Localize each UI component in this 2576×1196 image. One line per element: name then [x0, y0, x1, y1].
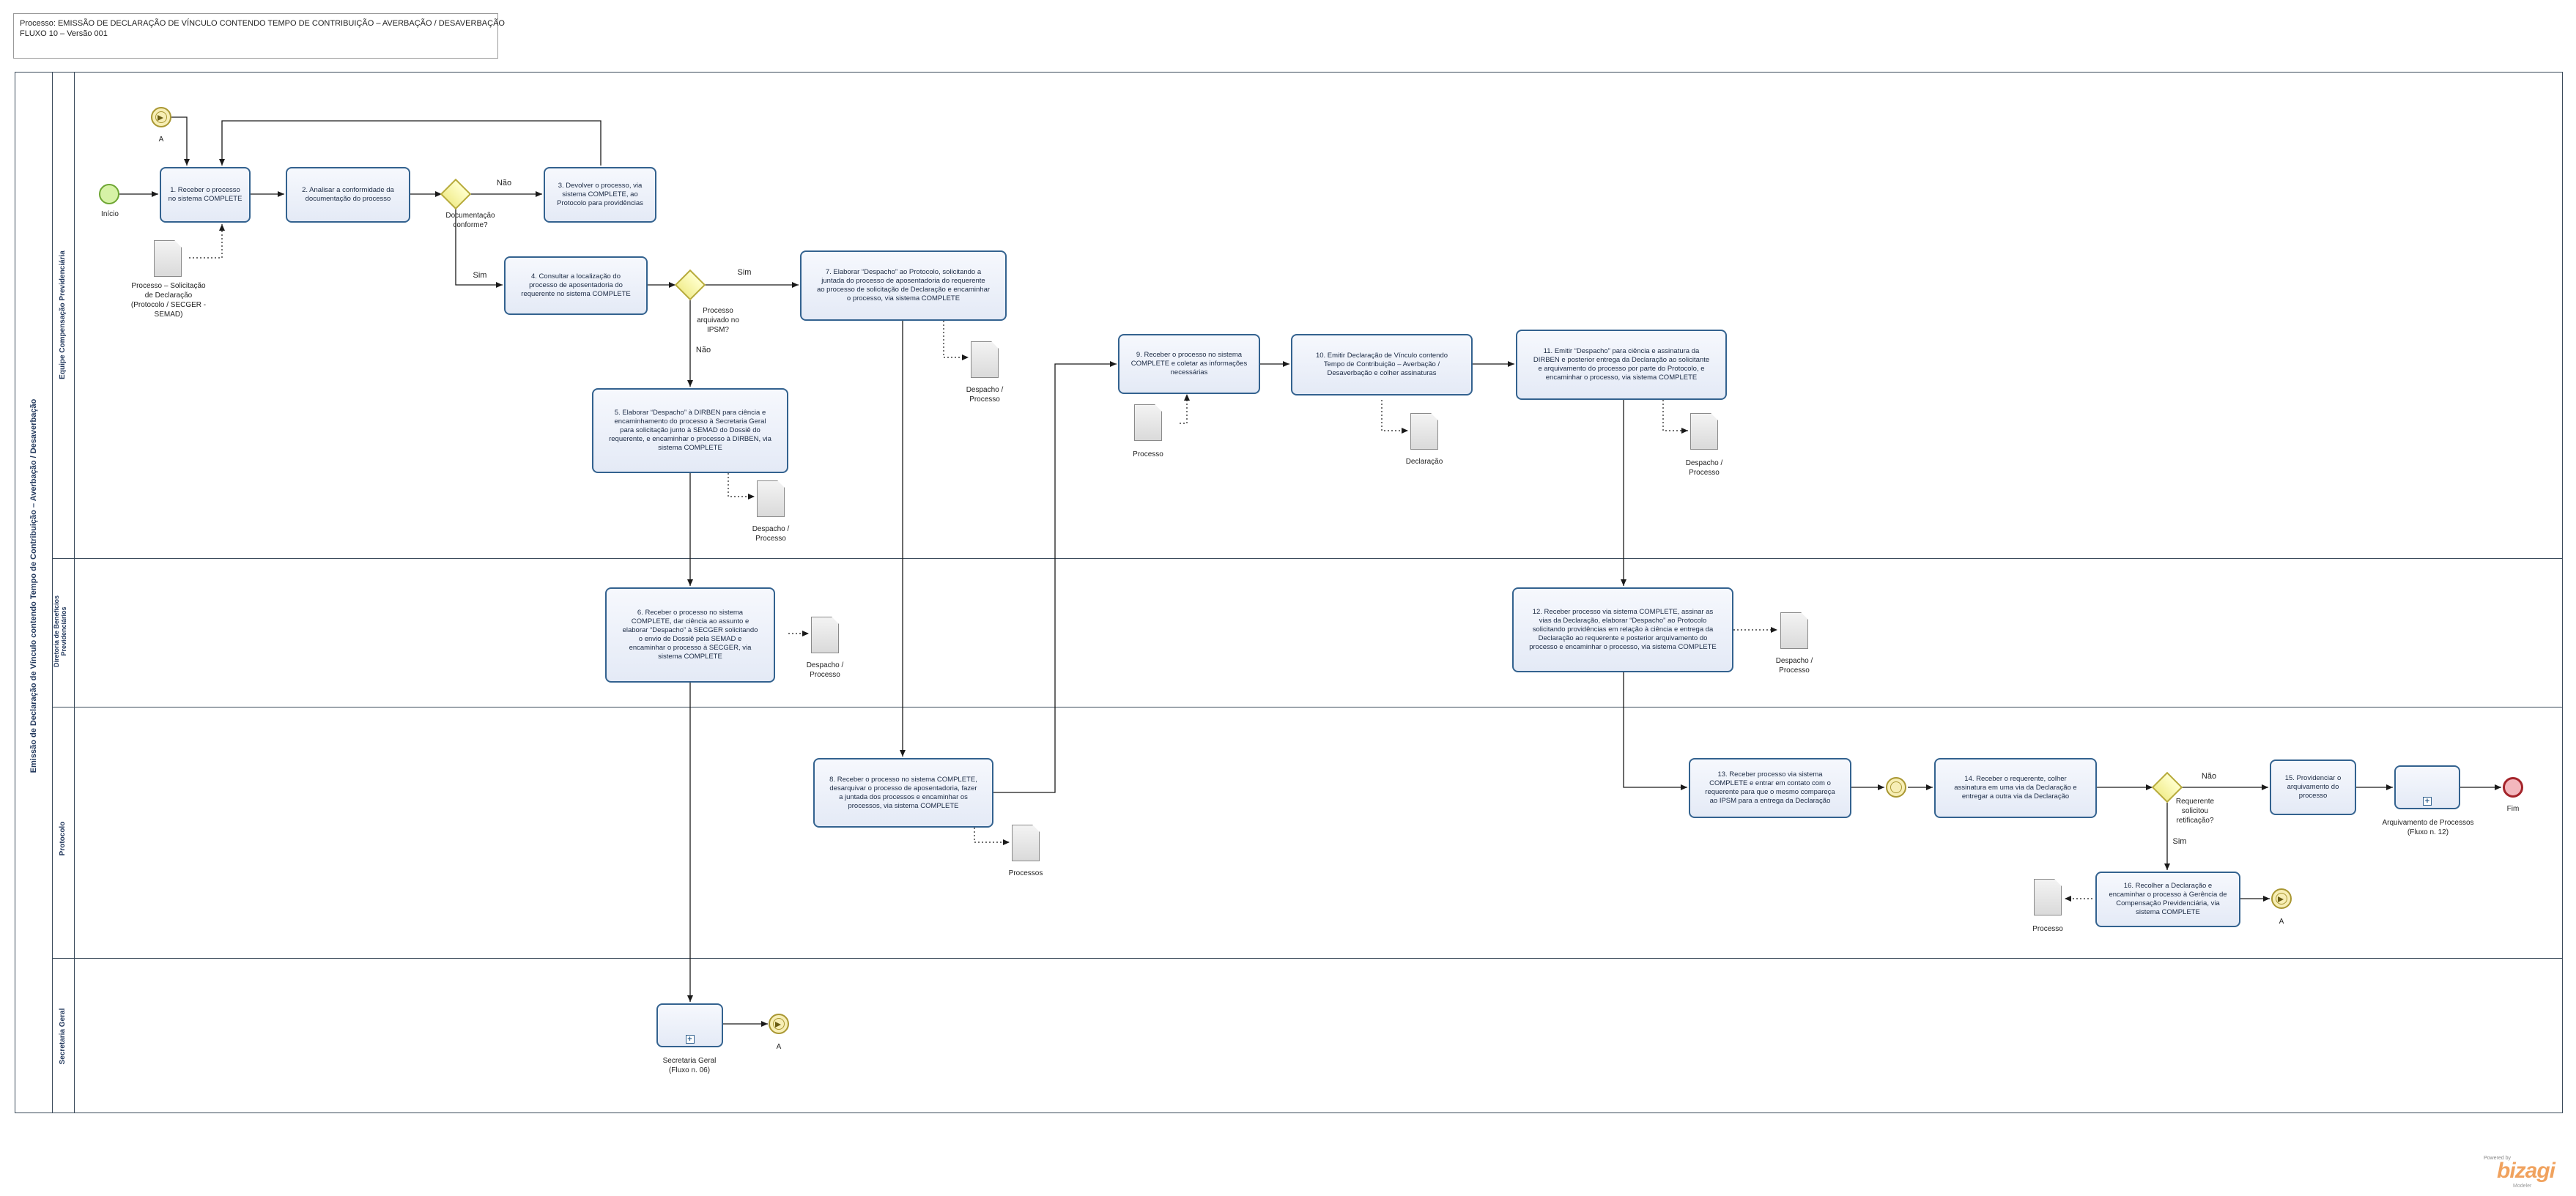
document-icon — [1690, 413, 1718, 450]
task-10-emitir-declaracao[interactable]: 10. Emitir Declaração de Vínculo contend… — [1291, 334, 1473, 395]
end-event-label: Fim — [2506, 805, 2520, 813]
link-catch-event-a[interactable] — [151, 107, 171, 127]
bizagi-logo: bizagi — [2497, 1159, 2555, 1183]
task-16-recolher-declaracao[interactable]: 16. Recolher a Declaração e encaminhar o… — [2095, 872, 2240, 927]
process-version: FLUXO 10 – Versão 001 — [20, 29, 108, 38]
gateway-arquivado-label: Processo arquivado no IPSM? — [697, 307, 739, 334]
powered-by-text: Powered by — [2484, 1156, 2511, 1161]
arrow-icon — [775, 1022, 781, 1028]
assoc-t10-doc — [1381, 400, 1408, 434]
document-label-processo: Processo — [1133, 450, 1163, 458]
assoc-t5-doc — [728, 473, 755, 499]
flow-t12-t13 — [1623, 672, 1687, 790]
document-label-despacho: Despacho / Processo — [1775, 657, 1813, 675]
flow-t8-t9 — [993, 361, 1117, 793]
end-event[interactable] — [2503, 777, 2523, 798]
gateway-documentacao-label: Documentação conforme? — [445, 212, 495, 229]
document-label-processos: Processos — [1008, 869, 1043, 877]
task-1-receber-processo[interactable]: 1. Receber o processo no sistema COMPLET… — [160, 167, 251, 223]
task-7-elaborar-despacho-protocolo[interactable]: 7. Elaborar “Despacho” ao Protocolo, sol… — [800, 250, 1007, 321]
task-9-coletar-informacoes[interactable]: 9. Receber o processo no sistema COMPLET… — [1118, 334, 1260, 394]
lane-label-column — [53, 72, 75, 1113]
document-label-despacho: Despacho / Processo — [966, 386, 1004, 404]
assoc-d1-t1 — [189, 224, 225, 259]
task-5-elaborar-despacho-dirben[interactable]: 5. Elaborar “Despacho” à DIRBEN para ciê… — [592, 388, 788, 473]
task-6-receber-dar-ciencia[interactable]: 6. Receber o processo no sistema COMPLET… — [605, 587, 775, 683]
document-label-solicitacao: Processo – Solicitação de Declaração (Pr… — [130, 282, 207, 319]
task-13-contatar-requerente[interactable]: 13. Receber processo via sistema COMPLET… — [1689, 758, 1851, 818]
task-3-devolver-processo[interactable]: 3. Devolver o processo, via sistema COMP… — [544, 167, 656, 223]
link-throw-event-a[interactable] — [769, 1014, 789, 1034]
flow-t3-t1 — [219, 120, 602, 166]
document-icon — [1012, 825, 1040, 861]
pool — [15, 72, 2563, 1113]
task-8-desarquivar-juntada[interactable]: 8. Receber o processo no sistema COMPLET… — [813, 758, 993, 828]
assoc-t11-doc — [1662, 400, 1688, 434]
document-label-despacho: Despacho / Processo — [806, 661, 844, 679]
task-4-consultar-localizacao[interactable]: 4. Consultar a localização do processo d… — [504, 256, 648, 315]
flow-label-nao: Não — [695, 346, 711, 354]
lane-divider — [53, 558, 2563, 559]
task-14-receber-requerente[interactable]: 14. Receber o requerente, colher assinat… — [1934, 758, 2097, 818]
document-label-declaracao: Declaração — [1405, 458, 1443, 466]
flow-label-sim: Sim — [473, 271, 487, 280]
gateway-retificacao-label: Requerente solicitou retificação? — [2175, 798, 2215, 825]
bizagi-modeler-text: Modeler — [2513, 1184, 2532, 1189]
assoc-t7-doc — [943, 321, 969, 360]
document-icon — [757, 480, 785, 517]
intermediate-event[interactable] — [1886, 777, 1906, 798]
task-2-analisar-conformidade[interactable]: 2. Analisar a conformidade da documentaç… — [286, 167, 410, 223]
task-15-providenciar-arquivamento[interactable]: 15. Providenciar o arquivamento do proce… — [2270, 759, 2356, 815]
arrow-icon — [158, 115, 163, 121]
flow-label-nao: Não — [2201, 772, 2217, 781]
link-event-label: A — [2279, 918, 2284, 926]
task-11-emitir-despacho-assinatura[interactable]: 11. Emitir “Despacho” para ciência e ass… — [1516, 330, 1727, 400]
plus-icon: + — [685, 1035, 695, 1044]
process-title: Processo: EMISSÃO DE DECLARAÇÃO DE VÍNCU… — [20, 19, 505, 28]
task-12-assinar-vias-declaracao[interactable]: 12. Receber processo via sistema COMPLET… — [1512, 587, 1733, 672]
flow-label-sim: Sim — [737, 268, 752, 277]
flow-g1-t4 — [455, 208, 503, 288]
document-icon — [1134, 404, 1162, 441]
start-event-label: Início — [101, 210, 119, 218]
link-throw-event-a[interactable] — [2271, 888, 2292, 909]
flow-linkA-t1 — [171, 116, 190, 166]
link-event-label: A — [776, 1043, 782, 1051]
flow-label-nao: Não — [496, 179, 512, 187]
plus-icon: + — [2423, 797, 2432, 806]
document-icon — [1410, 413, 1438, 450]
flow-label-sim: Sim — [2172, 837, 2187, 846]
document-icon — [2034, 879, 2062, 915]
process-header: Processo: EMISSÃO DE DECLARAÇÃO DE VÍNCU… — [13, 13, 505, 59]
subprocess-secretaria-geral-label: Secretaria Geral (Fluxo n. 06) — [662, 1057, 717, 1074]
assoc-doc-t9 — [1180, 394, 1190, 424]
document-icon — [154, 240, 182, 277]
document-icon — [1780, 612, 1808, 649]
associations — [189, 224, 2092, 902]
document-label-processo: Processo — [2032, 925, 2063, 933]
document-icon — [971, 341, 999, 378]
document-label-despacho: Despacho / Processo — [752, 525, 790, 543]
subprocess-arquivamento[interactable]: + — [2394, 765, 2460, 809]
pool-label-column — [15, 72, 53, 1113]
subprocess-secretaria-geral[interactable]: + — [656, 1003, 723, 1047]
link-event-label: A — [158, 135, 164, 144]
start-event[interactable] — [99, 184, 119, 204]
assoc-t8-doc — [974, 828, 1010, 845]
document-icon — [811, 617, 839, 653]
document-label-despacho: Despacho / Processo — [1685, 459, 1723, 477]
subprocess-arquivamento-label: Arquivamento de Processos (Fluxo n. 12) — [2382, 819, 2474, 836]
arrow-icon — [2278, 896, 2284, 902]
lane-divider — [53, 958, 2563, 959]
sequence-flows — [119, 116, 2501, 1027]
